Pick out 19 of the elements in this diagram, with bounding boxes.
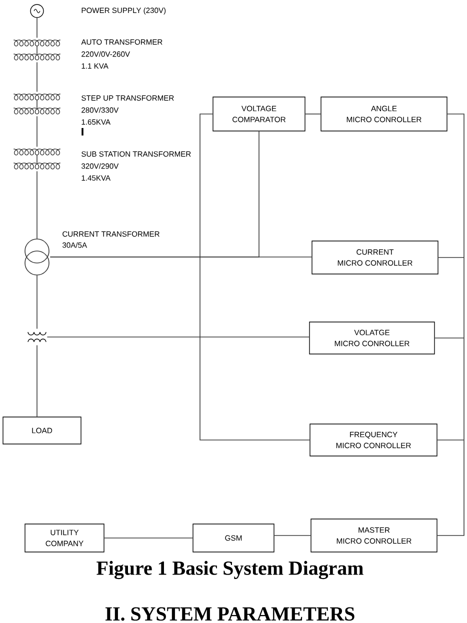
- figure-caption: Figure 1 Basic System Diagram: [96, 560, 364, 580]
- connector-line: [46, 336, 310, 338]
- transformer-symbol: [13, 94, 61, 114]
- section-heading: II. SYSTEM PARAMETERS: [105, 607, 354, 621]
- connector-line: [200, 114, 310, 440]
- connector-line: [50, 256, 312, 258]
- connector-line: [36, 17, 38, 38]
- connector-line: [434, 114, 464, 536]
- connector-line: [274, 535, 312, 536]
- connector-line: [36, 116, 38, 148]
- transformer-symbol: [13, 148, 61, 170]
- connector-line: [36, 344, 38, 418]
- ac-source-symbol: [30, 4, 44, 18]
- transformer-symbol: [28, 332, 46, 342]
- connector-line: [36, 170, 38, 240]
- transformer-symbol: [13, 40, 61, 60]
- current-transformer-symbol: [24, 238, 50, 276]
- connector-line: [36, 62, 38, 92]
- connector-line: [36, 274, 38, 330]
